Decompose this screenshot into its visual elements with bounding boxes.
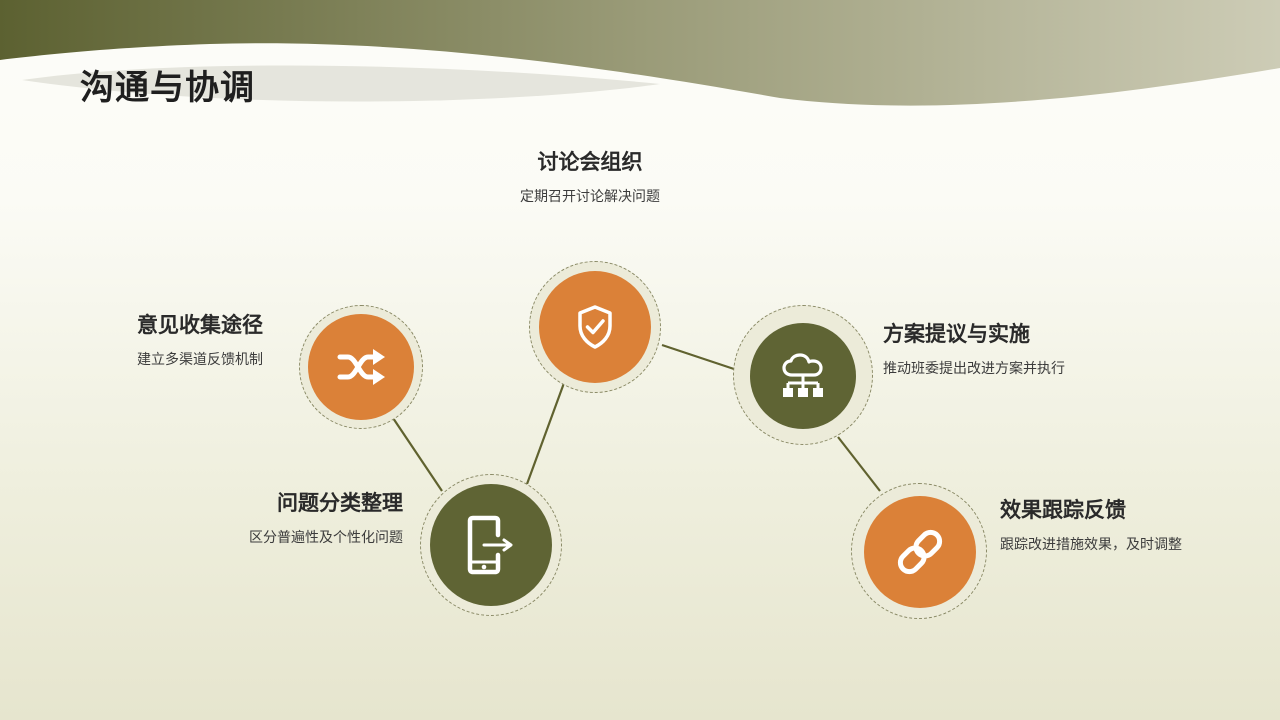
node-collect bbox=[299, 305, 423, 429]
node-plan-circle[interactable] bbox=[750, 323, 856, 429]
node-classify bbox=[420, 474, 562, 616]
node-track-circle[interactable] bbox=[864, 496, 976, 608]
node-discussion-circle[interactable] bbox=[539, 271, 651, 383]
connector-classify-discussion bbox=[525, 382, 566, 485]
shuffle-icon bbox=[337, 349, 385, 385]
connector-discussion-plan bbox=[661, 343, 735, 371]
node-collect-circle[interactable] bbox=[308, 314, 414, 420]
label-track: 效果跟踪反馈 跟踪改进措施效果，及时调整 bbox=[1000, 494, 1198, 556]
label-plan-desc: 推动班委提出改进方案并执行 bbox=[883, 361, 1065, 377]
label-classify: 问题分类整理 区分普遍性及个性化问题 bbox=[200, 487, 403, 549]
label-track-title: 效果跟踪反馈 bbox=[1000, 498, 1126, 522]
label-plan-title: 方案提议与实施 bbox=[883, 322, 1030, 346]
page-title: 沟通与协调 bbox=[80, 68, 255, 108]
node-classify-circle[interactable] bbox=[430, 484, 552, 606]
label-collect-desc: 建立多渠道反馈机制 bbox=[137, 352, 263, 368]
node-plan bbox=[733, 305, 873, 445]
cloud-network-icon bbox=[782, 353, 823, 397]
label-discussion: 讨论会组织 定期召开讨论解决问题 bbox=[460, 146, 720, 208]
label-collect: 意见收集途径 建立多渠道反馈机制 bbox=[137, 309, 317, 371]
label-discussion-title: 讨论会组织 bbox=[537, 150, 643, 174]
connector-plan-track bbox=[837, 436, 881, 492]
label-collect-title: 意见收集途径 bbox=[137, 313, 263, 337]
node-track bbox=[851, 483, 987, 619]
label-plan: 方案提议与实施 推动班委提出改进方案并执行 bbox=[883, 318, 1083, 380]
shield-check-icon bbox=[578, 305, 612, 349]
header-wave-decoration bbox=[0, 0, 1280, 106]
connector-collect-classify bbox=[392, 417, 443, 492]
label-classify-desc: 区分普遍性及个性化问题 bbox=[249, 530, 403, 546]
label-discussion-desc: 定期召开讨论解决问题 bbox=[520, 189, 660, 205]
node-discussion bbox=[529, 261, 661, 393]
phone-export-icon bbox=[467, 515, 513, 575]
label-classify-title: 问题分类整理 bbox=[277, 491, 403, 515]
link-icon bbox=[897, 529, 943, 575]
label-track-desc: 跟踪改进措施效果，及时调整 bbox=[1000, 537, 1182, 553]
